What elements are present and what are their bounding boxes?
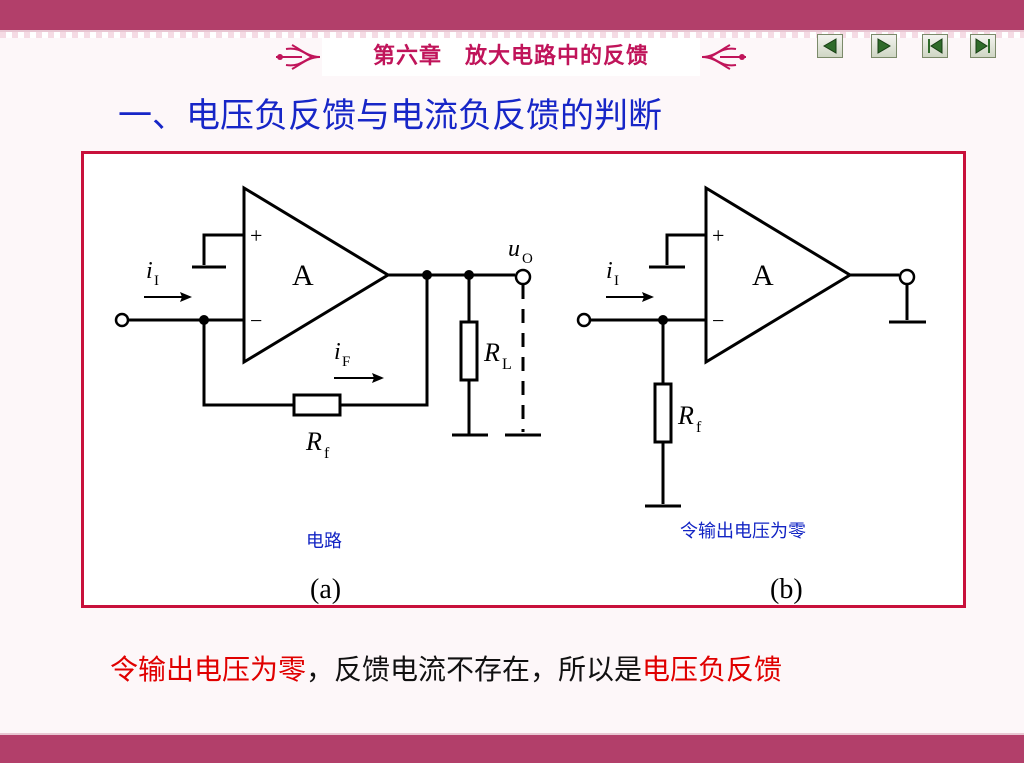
opamp-b-plus-wire <box>665 233 706 265</box>
input-current-a-subscript: I <box>154 273 159 289</box>
top-bar <box>0 0 1024 32</box>
junction-dot <box>199 315 209 325</box>
junction-dot <box>464 270 474 280</box>
conclusion-result: 电压负反馈 <box>642 653 783 686</box>
caption-b: (b) <box>770 574 803 605</box>
feedback-resistor-b <box>653 382 673 444</box>
input-current-b-label: i <box>606 258 613 284</box>
opamp-b-plus-sign: + <box>712 223 724 248</box>
opamp-a-plus-sign: + <box>250 223 262 248</box>
output-voltage-subscript: O <box>522 251 533 267</box>
feedback-current-subscript: F <box>342 354 350 370</box>
bottom-line <box>0 763 1024 768</box>
note-output-zero: 令输出电压为零 <box>680 521 806 542</box>
conclusion-text: 令输出电压为零，反馈电流不存在，所以是电压负反馈 <box>110 648 950 692</box>
section-title: 一、电压负反馈与电流负反馈的判断 <box>118 96 662 136</box>
skip-to-first-icon <box>928 38 943 54</box>
input-terminal-a <box>114 312 130 328</box>
first-slide-button[interactable] <box>922 34 948 58</box>
conclusion-reason: ，反馈电流不存在，所以是 <box>306 653 643 686</box>
left-ornament-icon <box>276 44 321 70</box>
triangle-right-icon <box>877 38 891 54</box>
output-voltage-label: u <box>508 236 520 262</box>
opamp-a-label: A <box>292 259 314 292</box>
top-stripe <box>0 32 1024 38</box>
right-ornament-icon <box>701 44 746 70</box>
triangle-left-icon <box>823 38 837 54</box>
feedback-wire-right <box>340 275 429 407</box>
opamp-a-plus-wire <box>202 233 244 265</box>
feedback-resistor-b-subscript: f <box>696 419 702 436</box>
input-current-b-subscript: I <box>614 273 619 289</box>
conclusion-condition: 令输出电压为零 <box>110 653 307 686</box>
input-terminal-b <box>576 312 592 328</box>
opamp-b-triangle <box>704 185 853 365</box>
note-circuit: 电路 <box>306 531 342 552</box>
last-slide-button[interactable] <box>970 34 996 58</box>
load-resistor <box>459 320 479 382</box>
opamp-b-minus-sign: − <box>712 308 724 333</box>
junction-dot <box>658 315 668 325</box>
output-terminal-b <box>898 268 916 286</box>
bottom-bar <box>0 733 1024 765</box>
chapter-title: 第六章 放大电路中的反馈 <box>322 38 700 76</box>
feedback-resistor-b-label: R <box>677 401 694 430</box>
feedback-resistor-a-subscript: f <box>324 445 330 462</box>
feedback-current-label: i <box>334 339 341 365</box>
load-resistor-label: R <box>483 338 500 367</box>
prev-slide-button[interactable] <box>817 34 843 58</box>
opamp-a-triangle <box>242 185 391 365</box>
output-terminal-a <box>514 268 532 286</box>
skip-to-last-icon <box>975 38 990 54</box>
feedback-resistor-a-label: R <box>305 427 322 456</box>
opamp-a-minus-sign: − <box>250 308 262 333</box>
circuit-diagram-frame: A A + − + − i I i I i F u O R L R f R f … <box>81 151 966 608</box>
opamp-b-label: A <box>752 259 774 292</box>
junction-dot <box>422 270 432 280</box>
feedback-resistor-a <box>292 393 342 417</box>
next-slide-button[interactable] <box>871 34 897 58</box>
circuit-diagram: A A + − + − i I i I i F u O R L R f R f … <box>114 185 926 605</box>
caption-a: (a) <box>310 574 341 605</box>
input-current-a-label: i <box>146 258 153 284</box>
load-resistor-subscript: L <box>502 356 512 373</box>
feedback-wire-left <box>202 320 294 407</box>
